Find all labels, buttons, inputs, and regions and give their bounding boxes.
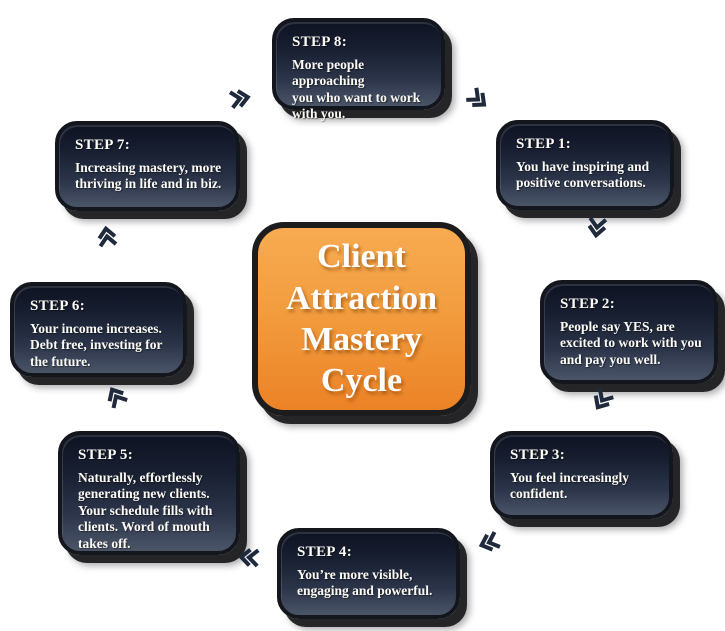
arrow-step5-to-step6-chevron-icon bbox=[101, 381, 131, 412]
arrow-step7-to-step8-chevron-icon bbox=[226, 86, 253, 111]
step-1-text: You have inspiring and positive conversa… bbox=[516, 159, 650, 191]
step-4-label: STEP 4: bbox=[297, 544, 353, 560]
step-4-text: You’re more visible, engaging and powerf… bbox=[297, 567, 433, 599]
arrow-step1-to-step2-chevron-icon bbox=[585, 214, 609, 240]
arrow-step3-to-step4-chevron-icon bbox=[474, 529, 504, 557]
step-8-label: STEP 8: bbox=[292, 34, 348, 50]
step-6-label: STEP 6: bbox=[30, 298, 86, 314]
arrow-step8-to-step1-chevron-icon bbox=[462, 84, 494, 116]
step-8-text: More people approaching you who want to … bbox=[292, 57, 421, 122]
step-6-box: STEP 6: Your income increases. Debt free… bbox=[10, 282, 187, 377]
step-5-box: STEP 5: Naturally, effortlessly generati… bbox=[58, 431, 240, 555]
step-6-text: Your income increases. Debt free, invest… bbox=[30, 321, 163, 369]
step-2-label: STEP 2: bbox=[560, 296, 616, 312]
step-3-label: STEP 3: bbox=[510, 447, 566, 463]
step-5-label: STEP 5: bbox=[78, 447, 134, 463]
step-7-label: STEP 7: bbox=[75, 137, 131, 153]
arrow-step4-to-step5-chevron-icon bbox=[236, 546, 261, 569]
step-3-box: STEP 3: You feel increasingly confident. bbox=[490, 431, 673, 519]
step-5-text: Naturally, effortlessly generating new c… bbox=[78, 470, 213, 551]
arrow-step2-to-step3-chevron-icon bbox=[587, 385, 618, 416]
step-3-text: You feel increasingly confident. bbox=[510, 470, 629, 502]
diagram-title: Client Attraction Mastery Cycle bbox=[285, 238, 438, 400]
step-7-text: Increasing mastery, more thriving in lif… bbox=[75, 160, 222, 192]
arrow-step6-to-step7-chevron-icon bbox=[95, 223, 119, 250]
step-4-box: STEP 4: You’re more visible, engaging an… bbox=[277, 528, 460, 619]
step-1-label: STEP 1: bbox=[516, 136, 572, 152]
step-8-box: STEP 8: More people approaching you who … bbox=[272, 18, 445, 121]
step-2-text: People say YES, are excited to work with… bbox=[560, 319, 702, 367]
step-2-box: STEP 2: People say YES, are excited to w… bbox=[540, 280, 718, 384]
step-1-box: STEP 1: You have inspiring and positive … bbox=[496, 120, 674, 210]
step-7-box: STEP 7: Increasing mastery, more thrivin… bbox=[55, 121, 240, 211]
center-title-box: Client Attraction Mastery Cycle bbox=[252, 222, 471, 416]
